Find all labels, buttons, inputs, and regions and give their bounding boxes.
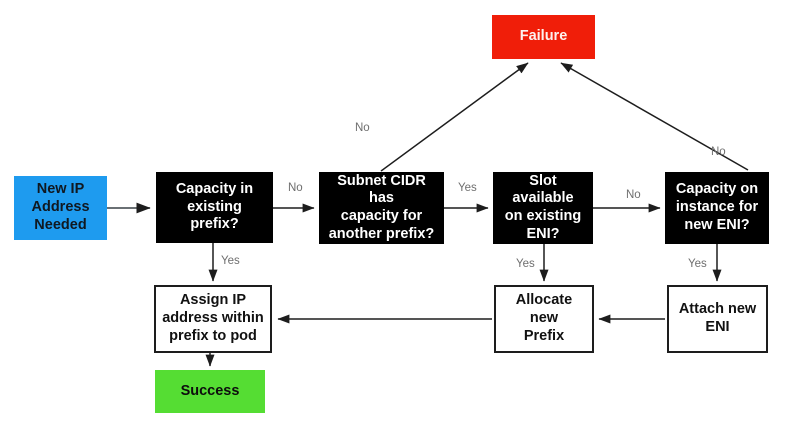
edge-label-yes-instance-to-attach: Yes [688, 258, 707, 270]
edge-label-no-slot-to-instance: No [626, 189, 641, 201]
edge-label-yes-subnet-to-slot: Yes [458, 182, 477, 194]
node-failure[interactable]: Failure [492, 15, 595, 59]
edge-label-yes-capacity-to-assign: Yes [221, 255, 240, 267]
node-slot-available-on-existing-eni[interactable]: Slot available on existing ENI? [493, 172, 593, 244]
node-assign-ip-address-within-prefix-to-pod[interactable]: Assign IP address within prefix to pod [154, 285, 272, 353]
node-success[interactable]: Success [155, 370, 265, 413]
edge-label-no-instance-to-failure: No [711, 146, 726, 158]
edge-label-no-subnet-to-failure: No [355, 122, 370, 134]
node-capacity-on-instance-for-new-eni[interactable]: Capacity on instance for new ENI? [665, 172, 769, 244]
edge-label-yes-slot-to-allocate: Yes [516, 258, 535, 270]
edge-label-no-capacity-to-subnet: No [288, 182, 303, 194]
edge-subnet-no-to-failure [380, 62, 529, 172]
node-capacity-in-existing-prefix[interactable]: Capacity in existing prefix? [156, 172, 273, 243]
node-attach-new-eni[interactable]: Attach new ENI [667, 285, 768, 353]
node-subnet-cidr-has-capacity[interactable]: Subnet CIDR has capacity for another pre… [319, 172, 444, 244]
node-allocate-new-prefix[interactable]: Allocate new Prefix [494, 285, 594, 353]
node-new-ip-address-needed[interactable]: New IP Address Needed [14, 176, 107, 240]
